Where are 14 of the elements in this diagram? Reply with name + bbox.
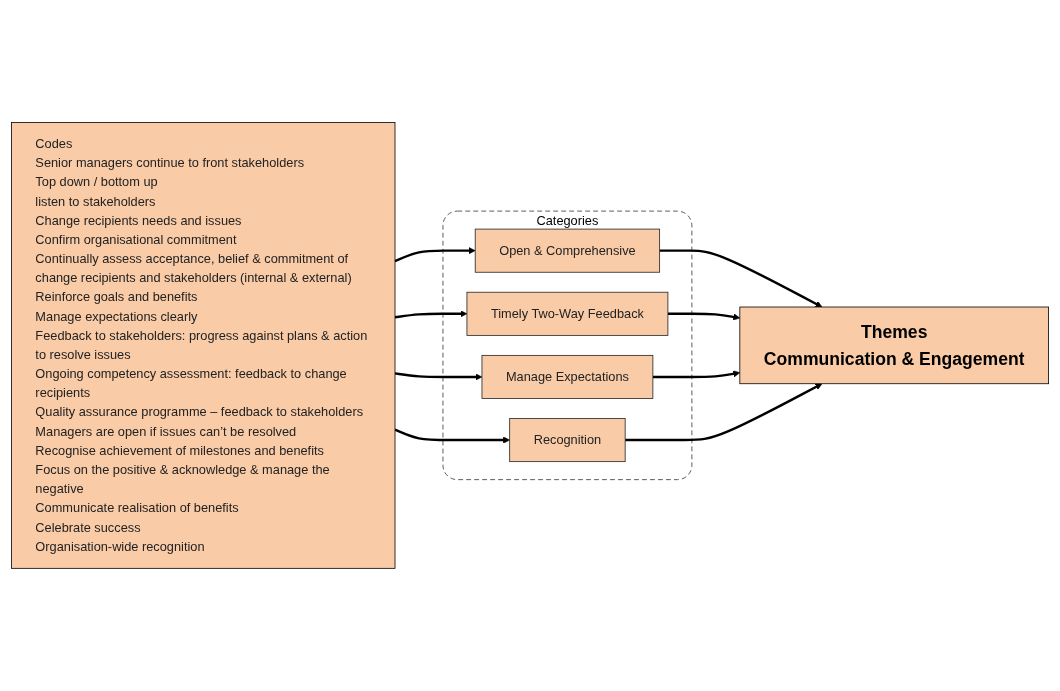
arrow bbox=[394, 428, 510, 444]
arrow bbox=[652, 370, 741, 379]
node-box: Themes Communication & Engagement bbox=[739, 306, 1049, 385]
arrow bbox=[394, 310, 468, 319]
node-box: Manage Expectations bbox=[481, 355, 654, 400]
arrow bbox=[394, 247, 476, 263]
arrow bbox=[659, 249, 823, 308]
node-box: Recognition bbox=[509, 418, 626, 463]
arrow bbox=[394, 372, 483, 381]
arrow bbox=[667, 312, 741, 321]
node-box: Codes Senior managers continue to front stakeholders Top down / bottom up listen to stakeholders Change recipients needs and issues Confirm organisational commitment Continually assess acceptance, belief & commitment of change recipients and stakeholders (internal & external) Reinforce goals and benefits Manage expectations clearly Feedback to stakeholders: progress against plans & action to resolve issues Ongoing competency assessment: feedback to change recipients Quality assurance programme – feedback to stakeholders Managers are open if issues can’t be resolved Recognise achievement of milestones and benefits Focus on the positive & acknowledge & manage the negative Communicate realisation of benefits Celebrate success Organisation-wide recognition bbox=[11, 122, 396, 569]
arrow bbox=[625, 383, 823, 442]
node-box: Timely Two-Way Feedback bbox=[466, 291, 669, 336]
node-box: Open & Comprehensive bbox=[474, 228, 661, 273]
